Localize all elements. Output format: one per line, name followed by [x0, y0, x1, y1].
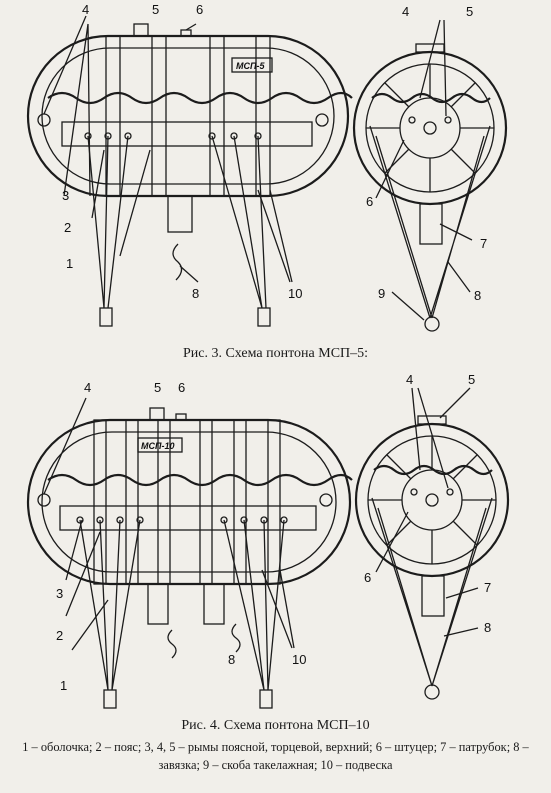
- msp5-side-view: МСП-5 4 5 6 3 2 1 8 10: [26, 2, 353, 327]
- msp10-side-view: МСП-10 4 5 6 3 2 1 8 10: [26, 380, 353, 709]
- msp10-label-5: 5: [154, 380, 161, 395]
- msp5-end-label-7: 7: [480, 236, 487, 251]
- figure3-caption: Рис. 3. Схема понтона МСП–5:: [182, 346, 369, 361]
- msp10-end-label-4: 4: [406, 372, 413, 387]
- msp5-end-label-5: 5: [466, 4, 473, 19]
- msp10-end-label-6: 6: [364, 570, 371, 585]
- msp10-label-8: 8: [228, 652, 235, 667]
- msp10-end-label-5: 5: [468, 372, 475, 387]
- msp5-straps: [105, 35, 271, 197]
- msp10-end-label-7: 7: [484, 580, 491, 595]
- msp5-label-4: 4: [82, 2, 89, 17]
- msp5-label-6: 6: [196, 2, 203, 17]
- msp5-end-label-8: 8: [474, 288, 481, 303]
- msp10-plate: МСП-10: [141, 441, 174, 451]
- msp10-belt-rings: [76, 516, 288, 524]
- msp5-label-10: 10: [288, 286, 302, 301]
- msp10-suspension: [79, 519, 285, 709]
- msp5-label-3: 3: [62, 188, 69, 203]
- msp10-straps: [93, 419, 281, 585]
- figure4-caption: Рис. 4. Схема понтона МСП–10: [181, 718, 370, 733]
- msp5-label-2: 2: [64, 220, 71, 235]
- msp5-label-8: 8: [192, 286, 199, 301]
- msp5-end-label-4: 4: [402, 4, 409, 19]
- msp10-end-view: 4 5 6 7 8: [354, 372, 510, 700]
- msp5-plate: МСП-5: [236, 61, 265, 71]
- msp5-label-1: 1: [66, 256, 73, 271]
- msp10-end-label-8: 8: [484, 620, 491, 635]
- msp10-label-6: 6: [178, 380, 185, 395]
- msp5-suspension: [87, 135, 271, 327]
- legend: 1 – оболочка; 2 – пояс; 3, 4, 5 – рымы п…: [22, 740, 529, 772]
- msp5-end-view: 4 5 6 7 8 9: [352, 4, 508, 332]
- msp10-label-3: 3: [56, 586, 63, 601]
- msp10-label-2: 2: [56, 628, 63, 643]
- msp10-label-10: 10: [292, 652, 306, 667]
- msp5-end-label-6: 6: [366, 194, 373, 209]
- msp10-label-4: 4: [84, 380, 91, 395]
- msp5-label-5: 5: [152, 2, 159, 17]
- msp5-end-label-9: 9: [378, 286, 385, 301]
- msp10-label-1: 1: [60, 678, 67, 693]
